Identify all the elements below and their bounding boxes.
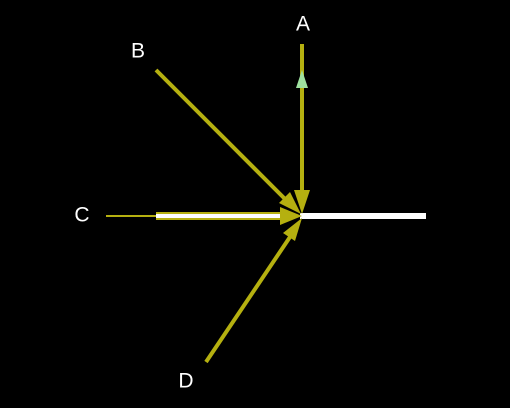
- label-b: B: [130, 39, 146, 63]
- ray-c-arrowhead: [280, 207, 302, 225]
- label-d: D: [178, 369, 194, 393]
- ray-c-inner-highlight: [156, 214, 284, 218]
- ray-d: [204, 232, 294, 364]
- ray-a-upward-arrowhead: [296, 70, 308, 88]
- label-a: A: [295, 12, 311, 36]
- ray-b-arrowhead: [279, 192, 301, 214]
- ray-b: [154, 68, 290, 204]
- label-c: C: [74, 203, 90, 227]
- ray-a-arrowhead: [294, 190, 310, 214]
- ray-d-arrowhead: [283, 218, 302, 241]
